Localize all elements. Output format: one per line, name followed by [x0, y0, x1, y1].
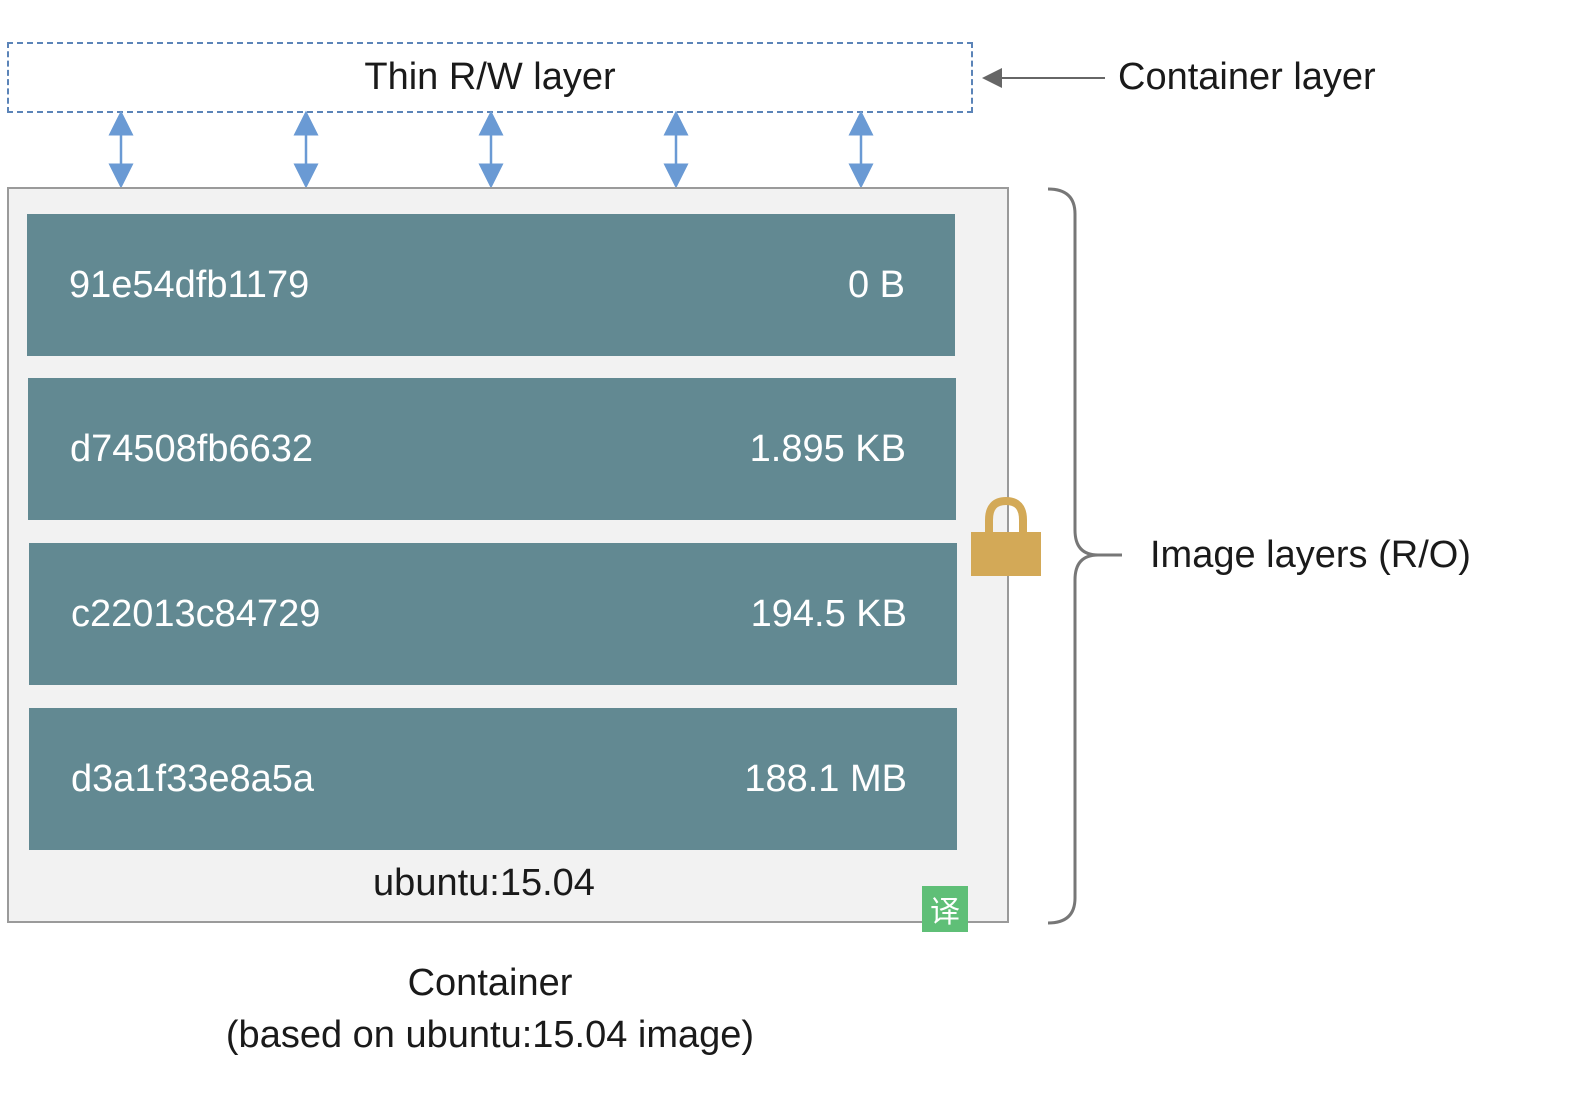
layer-id: d74508fb6632: [70, 427, 314, 470]
layer-size: 0 B: [847, 263, 905, 306]
image-layers-label: Image layers (R/O): [1150, 534, 1471, 576]
lock-icon: [971, 496, 1041, 576]
double-arrow-icon-group: [108, 110, 874, 189]
brace-icon: [1047, 187, 1122, 925]
image-layer-row: d74508fb6632 1.895 KB: [28, 378, 956, 520]
layer-size: 194.5 KB: [750, 592, 907, 635]
layer-id: c22013c84729: [71, 592, 321, 635]
image-name: ubuntu:15.04: [373, 862, 595, 904]
layer-size: 1.895 KB: [749, 427, 906, 470]
container-rw-layer-label: Thin R/W layer: [364, 56, 616, 98]
translate-badge[interactable]: 译: [922, 886, 968, 932]
layer-id: d3a1f33e8a5a: [71, 757, 315, 800]
caption-subtitle: (based on ubuntu:15.04 image): [225, 1014, 755, 1056]
image-layer-row: c22013c84729 194.5 KB: [29, 543, 957, 685]
layer-size: 188.1 MB: [744, 757, 907, 800]
container-layer-label: Container layer: [1118, 56, 1376, 98]
caption-title: Container: [407, 962, 573, 1004]
layer-id: 91e54dfb1179: [69, 263, 310, 306]
image-layer-row: 91e54dfb1179 0 B: [27, 214, 955, 356]
image-layer-row: d3a1f33e8a5a 188.1 MB: [29, 708, 957, 850]
